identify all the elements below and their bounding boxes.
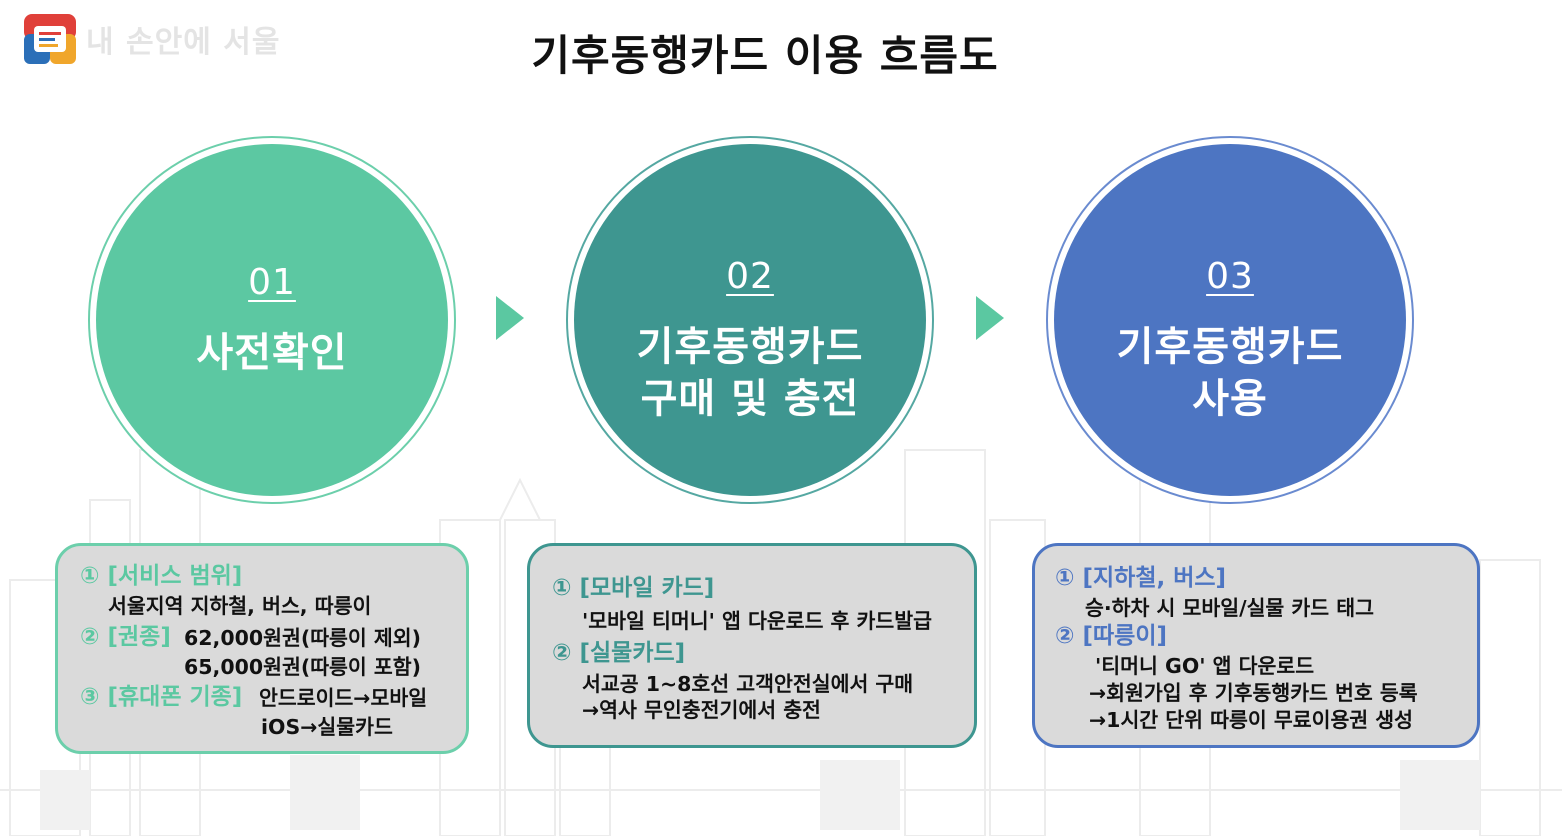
seoul-logo: 내 손안에 서울 [22,12,281,66]
box-2-line-2b: →역사 무인충전기에서 충전 [582,698,821,722]
box-1-line-3b: iOS→실물카드 [261,715,393,739]
box-1-heading-1: ① [서비스 범위] [80,563,243,589]
seoul-chat-logo-icon [24,14,76,64]
page-title: 기후동행카드 이용 흐름도 [531,31,999,80]
box-2-line-2a: 서교공 1~8호선 고객안전실에서 구매 [582,672,914,696]
box-1-line-2a: 62,000원권(따릉이 제외) [184,626,422,650]
arrow-right-icon [496,296,524,340]
box-1-line-1: 서울지역 지하철, 버스, 따릉이 [108,594,372,618]
box-1-heading-3: ③ [휴대폰 기종] [80,684,243,710]
box-3-heading-1: ① [지하철, 버스] [1055,565,1227,591]
step-2-title-line-2: 구매 및 충전 [640,375,860,422]
box-1-line-3a: 안드로이드→모바일 [259,686,428,710]
box-1-line-2b: 65,000원권(따릉이 포함) [184,655,422,679]
box-3-line-2a: '티머니 GO' 앱 다운로드 [1095,654,1315,678]
box-3-heading-2: ② [따릉이] [1055,623,1167,649]
step-3-number: 03 [1206,255,1254,297]
box-3-line-1: 승·하차 시 모바일/실물 카드 태그 [1085,596,1375,620]
box-2-heading-1: ① [모바일 카드] [552,575,715,601]
box-2-heading-2: ② [실물카드] [552,640,686,666]
arrow-right-icon [976,296,1004,340]
step-1-detail-box: ① [서비스 범위] 서울지역 지하철, 버스, 따릉이 ② [권종] 62,0… [55,543,469,754]
step-3-detail-box: ① [지하철, 버스] 승·하차 시 모바일/실물 카드 태그 ② [따릉이] … [1032,543,1480,748]
step-2-circle: 02 기후동행카드 구매 및 충전 [574,144,926,496]
box-3-line-2b: →회원가입 후 기후동행카드 번호 등록 [1089,681,1418,705]
step-1-content: 01 사전확인 [96,144,448,506]
step-1-circle: 01 사전확인 [96,144,448,496]
step-2-content: 02 기후동행카드 구매 및 충전 [574,144,926,516]
step-3-title-line-2: 사용 [1192,375,1268,422]
box-3-line-2c: →1시간 단위 따릉이 무료이용권 생성 [1089,708,1414,732]
logo-text: 내 손안에 서울 [86,25,281,60]
box-2-line-1: '모바일 티머니' 앱 다운로드 후 카드발급 [582,609,932,633]
step-2-detail-box: ① [모바일 카드] '모바일 티머니' 앱 다운로드 후 카드발급 ② [실물… [527,543,977,748]
step-1-number: 01 [248,261,296,303]
step-1-title: 사전확인 [196,329,348,376]
step-2-title-line-1: 기후동행카드 [636,323,864,370]
step-2-number: 02 [726,255,774,297]
step-3-content: 03 기후동행카드 사용 [1054,144,1406,516]
box-1-heading-2: ② [권종] [80,624,171,650]
step-3-circle: 03 기후동행카드 사용 [1054,144,1406,496]
step-3-title-line-1: 기후동행카드 [1116,323,1344,370]
